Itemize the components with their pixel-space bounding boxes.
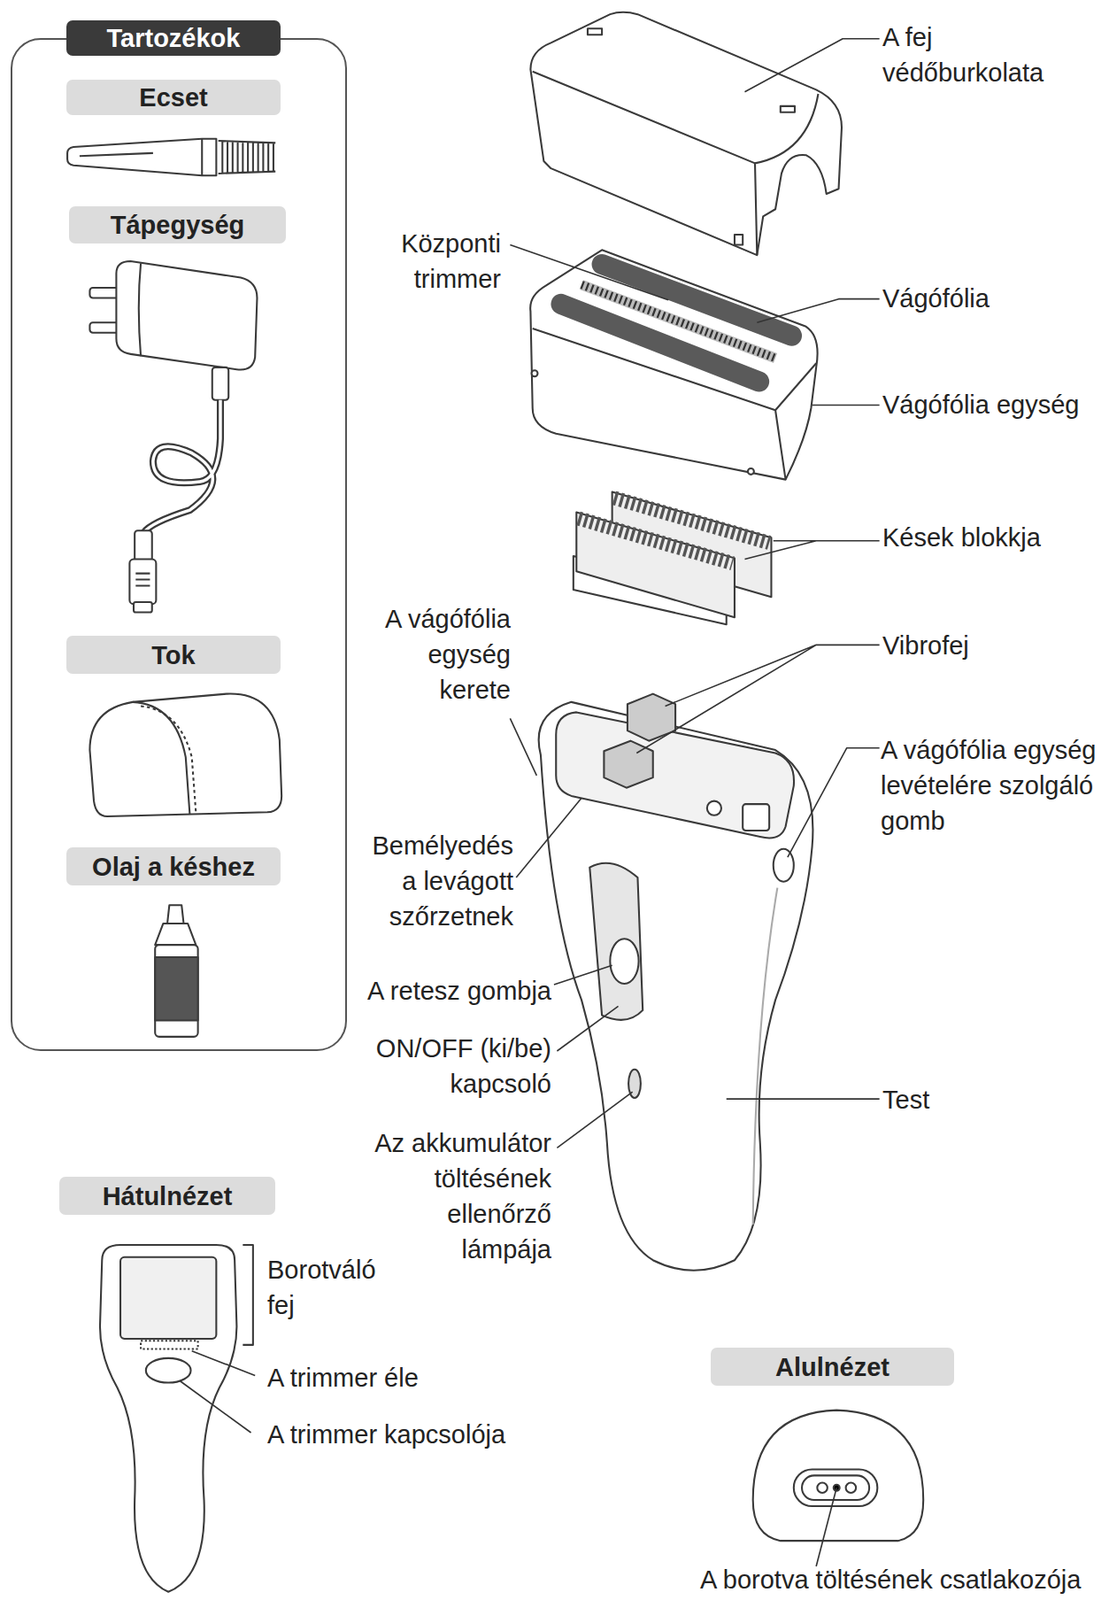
cover-slot [780,106,795,113]
case-zipper [140,705,196,812]
adapter-cord [144,400,221,533]
panel-heading: Tartozékok [66,20,281,56]
cover-slot [734,234,743,246]
part-label: A vágófólia egység kerete [369,600,511,708]
socket-pin [846,1481,857,1493]
section-title: Hátulnézet [102,1181,233,1210]
section-title: Tok [151,640,195,670]
leader-line [816,1486,837,1566]
part-label: A trimmer éle [267,1359,419,1395]
section-title: Alulnézet [775,1352,890,1381]
leader-line [744,540,879,560]
section-band: Tok [66,635,281,674]
brush-bristles [218,140,277,174]
part-label: A trimmer kapcsolója [267,1416,506,1452]
part-label: A vágófólia egység levételére szolgáló g… [880,731,1108,839]
trimmer-edge [140,1340,199,1348]
frame-hole [531,369,539,377]
plug-grip [135,573,150,586]
body-shading [753,887,778,1225]
charge-socket [793,1468,878,1505]
leader-line [812,404,880,407]
part-label: Vágófólia egység [882,386,1080,423]
head-bracket [242,1244,254,1345]
back-view-body [100,1244,237,1592]
adapter-cord-relief [212,367,229,401]
view-band: Hátulnézet [59,1176,276,1215]
lock-button [609,938,639,984]
case-seam [132,701,191,815]
charge-socket-inner [801,1474,870,1500]
part-label: Vágófólia [882,280,990,316]
switch-panel [589,862,643,1020]
plug-relief [134,530,153,562]
frame-hole [747,468,755,475]
leader-line [515,797,582,878]
part-label: Kések blokkja [882,519,1041,555]
part-label: Vibrofej [882,627,970,663]
adapter-cord [144,400,221,533]
head-pin [707,800,722,816]
back-view-head [120,1256,216,1339]
leader-line [554,964,613,985]
part-label: A fej védőburkolata [882,19,1060,91]
part-label: Az akkumulátor töltésének ellenőrző lámp… [361,1124,552,1267]
plug-tip [133,601,153,613]
section-band: Tápegység [69,206,286,244]
socket-pin [816,1481,828,1493]
leader-line [509,717,537,776]
leader-line [756,299,879,324]
adapter-edge [138,262,141,356]
leader-line [556,1091,632,1148]
blade-comb [576,512,735,618]
accessories-panel: TartozékokEcsetTápegységTokOlaj a késhez [10,38,347,1051]
blade-teeth [578,517,733,563]
leader-line [192,1350,255,1376]
trimmer-switch [146,1357,192,1383]
bottle-shoulder [154,923,196,945]
frame-latch [742,803,770,831]
brush-detail [79,138,202,176]
part-label: Központi trimmer [385,225,501,297]
bottle-label [154,956,198,1020]
leader-line [726,1097,880,1100]
part-label: Bemélyedés a levágott szőrzetnek [362,827,514,934]
leader-line [744,38,879,93]
case-body [89,693,282,817]
part-label: Test [882,1081,930,1117]
head-cover-edge [532,71,819,255]
section-title: Tápegység [110,210,246,239]
cover-slot [587,28,602,35]
release-button [773,848,794,882]
bottom-view-body [753,1409,925,1541]
view-band: Alulnézet [710,1347,955,1386]
section-title: Ecset [138,83,208,112]
bottle-body [154,944,198,1037]
part-label: ON/OFF (ki/be) kapcsoló [361,1030,552,1102]
leader-line [509,245,669,301]
center-trimmer [581,284,776,359]
leader-line [787,747,880,857]
foil-frame [530,249,817,479]
part-label: A retesz gombja [367,972,552,1009]
head-cover [530,12,842,255]
plug-head [129,559,156,605]
section-band: Olaj a késhez [66,847,281,886]
shaver-body [539,701,814,1271]
leader-line [556,1005,618,1051]
section-title: Olaj a késhez [92,852,255,881]
part-label: A borotva töltésének csatlakozója [700,1561,1081,1597]
section-band: Ecset [66,79,281,116]
leader-line [636,644,879,753]
brush-handle [67,138,216,176]
center-trimmer-teeth [581,284,776,359]
leader-line [179,1379,252,1433]
bottle-nozzle [167,904,184,924]
part-label: Borotváló fej [267,1251,392,1323]
adapter-body [115,261,257,370]
